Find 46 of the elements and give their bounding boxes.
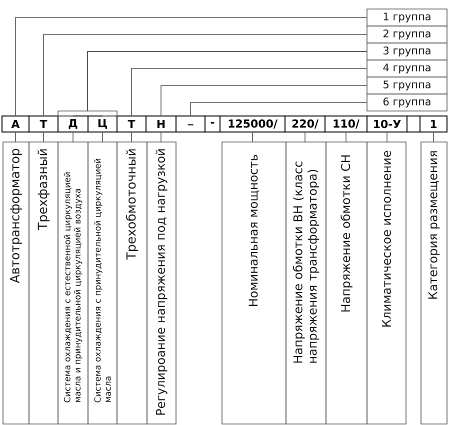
description-column: Категория размещения <box>420 142 448 424</box>
group-box: 1 группа <box>366 8 448 26</box>
code-cell: Д <box>58 116 88 132</box>
leader-line <box>15 17 368 116</box>
description-column: Напряжение обмотки СН <box>326 142 368 424</box>
description-column: Трехфазный <box>28 142 58 424</box>
group-box: 3 группа <box>366 42 448 60</box>
group-box: 2 группа <box>366 26 448 44</box>
code-cell: Ц <box>88 116 118 132</box>
code-cell: 220/ <box>284 116 326 132</box>
description-column: Регулироание напряжения под нагрузкой <box>146 142 176 424</box>
description-column: Система охлаждения с естественной циркуляцией масла и принудительной циркуляцией воздуха <box>58 142 88 424</box>
description-column: Трехобмоточный <box>116 142 148 424</box>
leader-line <box>15 132 16 142</box>
leader-line <box>304 132 306 142</box>
leader-line <box>43 132 44 142</box>
group-box: 4 группа <box>366 60 448 78</box>
code-cell: 10-У <box>366 116 408 132</box>
group-box: 6 группа <box>366 94 448 112</box>
leader-line <box>72 132 74 142</box>
leader-line <box>131 132 132 142</box>
code-cell: Т <box>116 116 146 132</box>
code-cell: Н <box>146 116 176 132</box>
description-column: Климатическое исполнение <box>366 142 406 424</box>
leader-line <box>190 102 368 116</box>
group-box: 5 группа <box>366 76 448 94</box>
code-cell: 1 <box>420 116 448 132</box>
description-column: Автотрансформатор <box>2 142 30 424</box>
leader-line <box>131 68 368 116</box>
code-cell: А <box>2 116 30 132</box>
code-cell: 125000/ <box>220 116 286 132</box>
leader-line <box>160 132 162 142</box>
description-column: Напряжение обмотки ВН (класс напряжения трансформатора) <box>286 142 326 424</box>
leader-line <box>433 132 434 142</box>
leader-line <box>102 132 103 142</box>
code-cell: - <box>204 116 220 132</box>
leader-line <box>252 132 253 142</box>
code-cell: Т <box>28 116 58 132</box>
code-cell: 110/ <box>324 116 368 132</box>
leader-line <box>160 85 368 116</box>
empty-cell <box>406 116 420 132</box>
leader-line <box>386 132 388 142</box>
description-column: Номинальная мощность <box>222 142 286 424</box>
code-cell: _ <box>176 116 206 132</box>
description-column: Система охлаждения с принудительной циркуляцией масла <box>88 142 118 424</box>
leader-line <box>43 34 368 116</box>
